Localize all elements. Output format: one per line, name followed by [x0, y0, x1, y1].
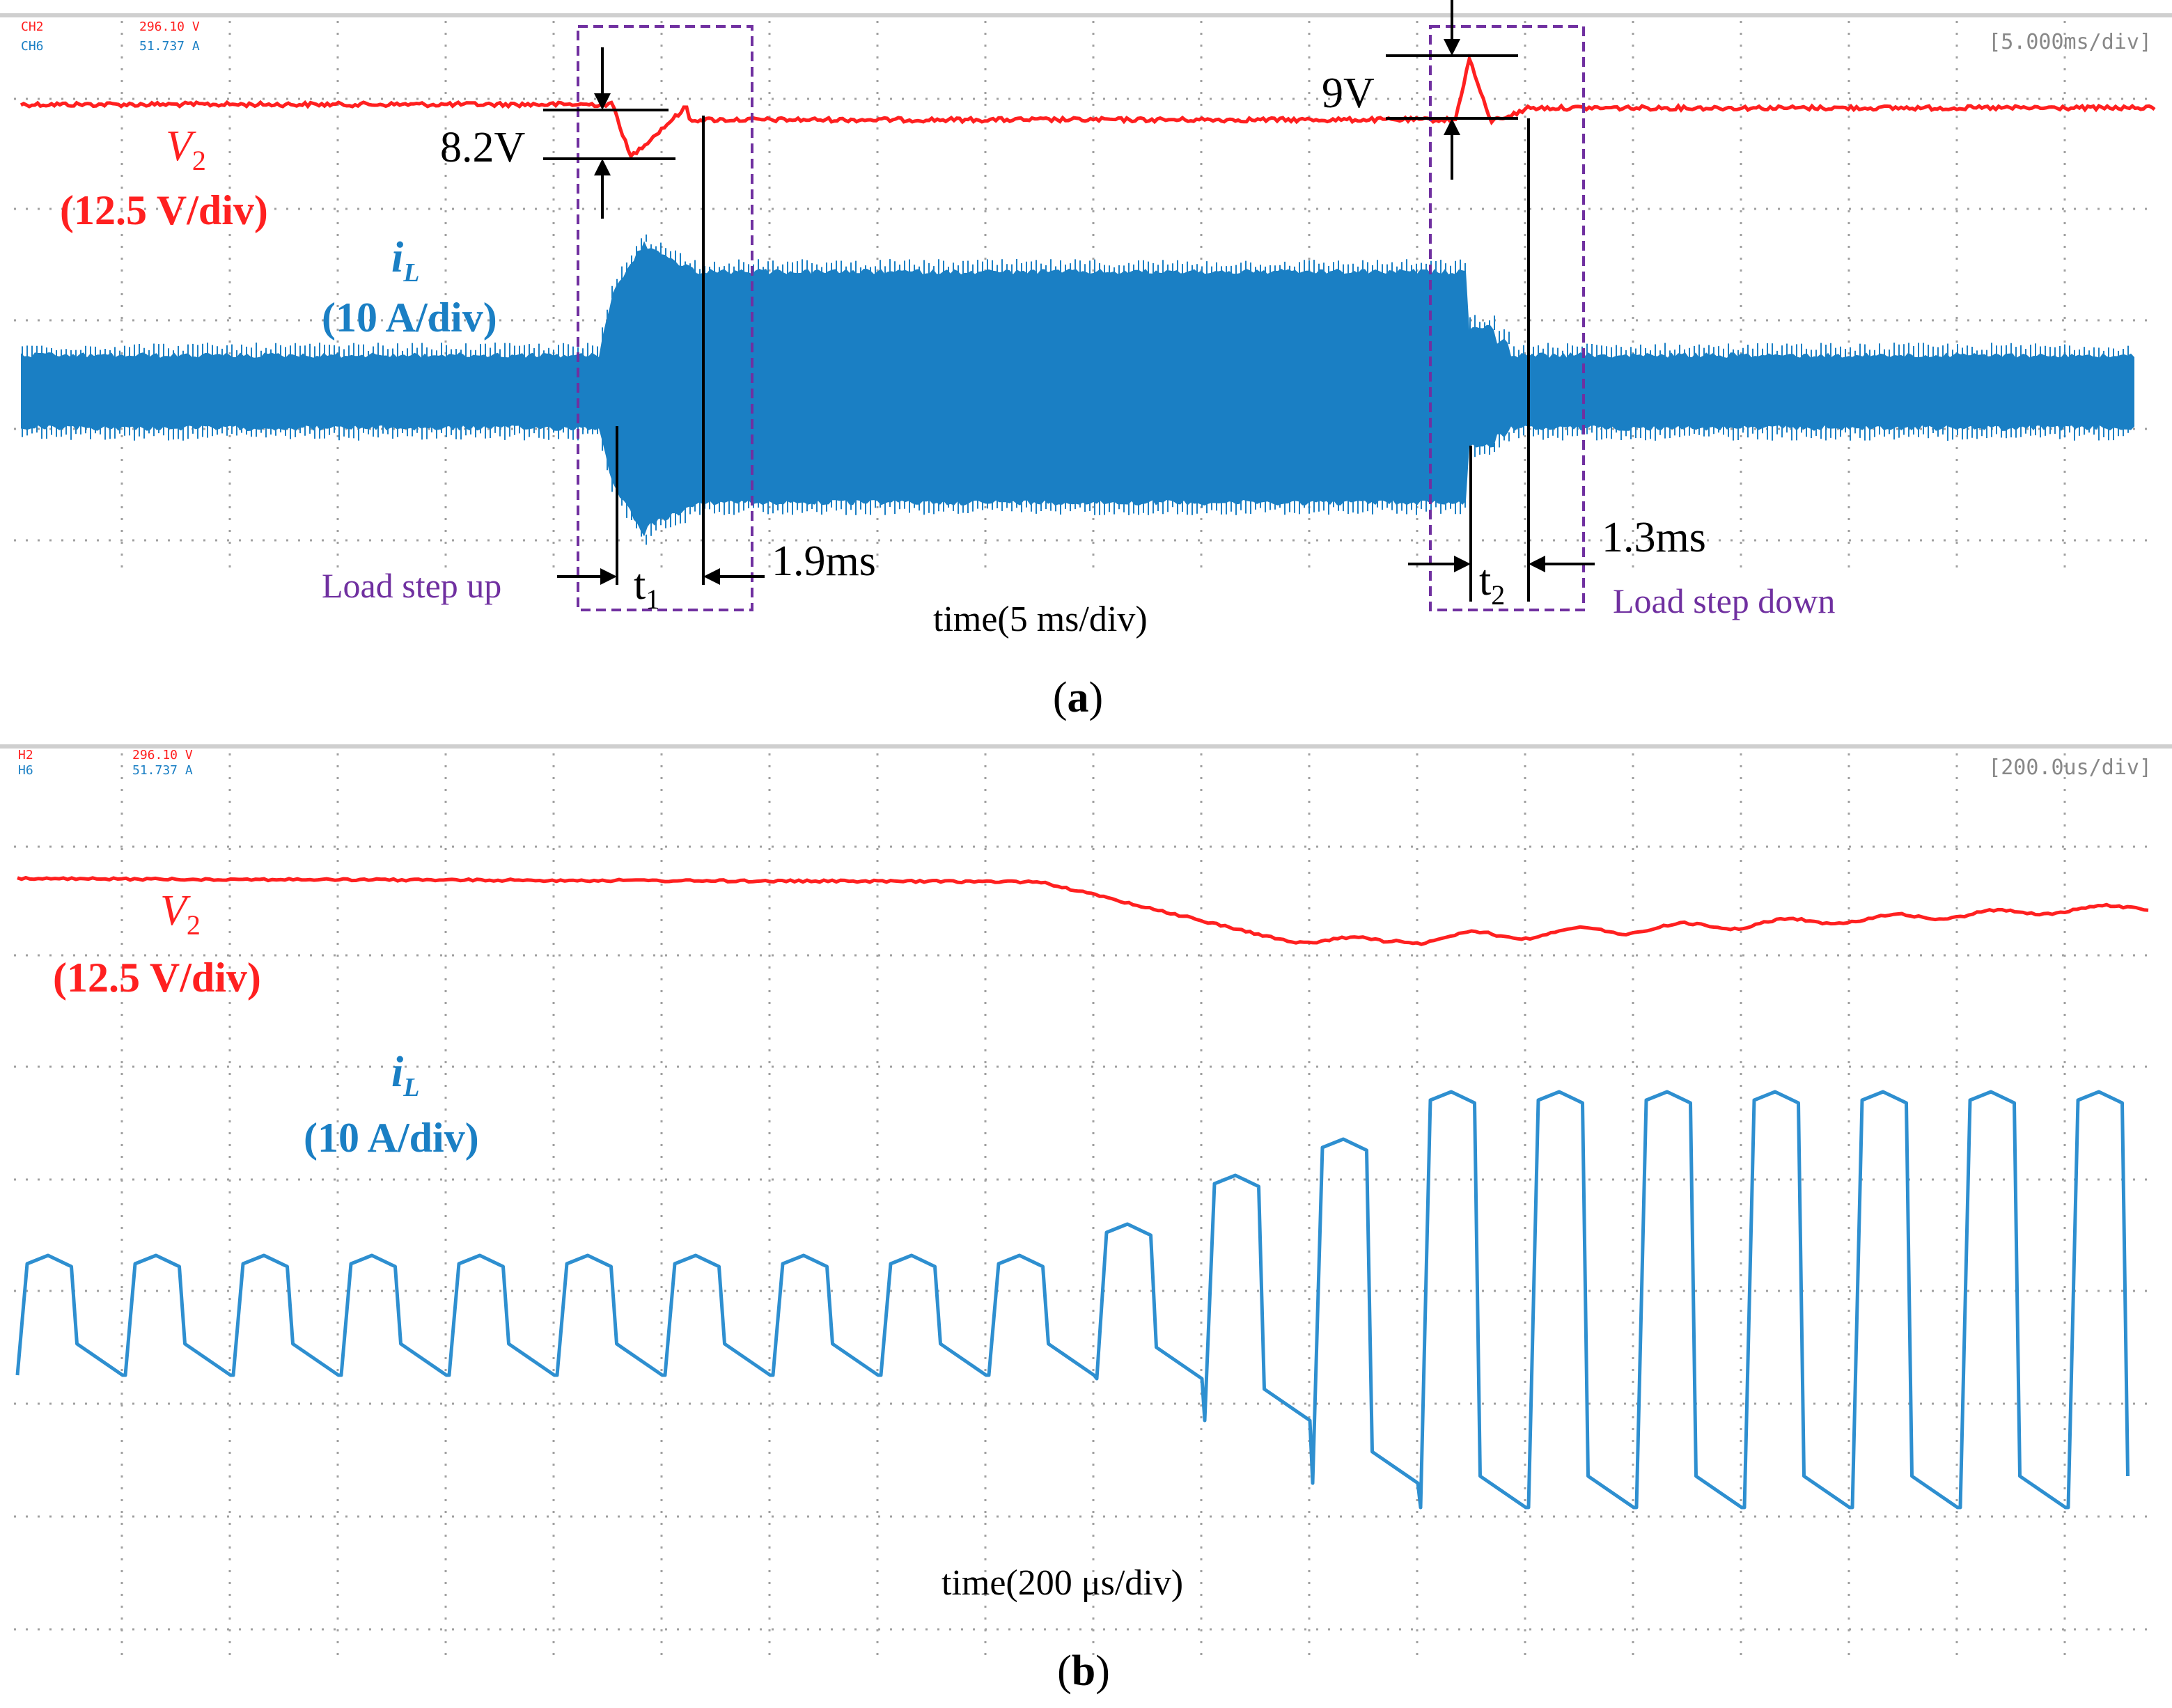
panel-a-v2-scale: (12.5 V/div) — [60, 187, 268, 233]
panel-b-il-scale: (10 A/div) — [304, 1115, 479, 1161]
panel-a-v2-label: V2 — [166, 123, 206, 176]
panel-b-grid — [14, 753, 2152, 1657]
dip-arrowhead-up — [594, 159, 611, 175]
panel-b-label: (b) — [1057, 1647, 1110, 1695]
panel-a-timebase: [5.000ms/div] — [1988, 30, 2152, 54]
panel-a-il-trace — [21, 241, 2134, 537]
panel-b: H2 296.10 V H6 51.737 A [200.0us/div] V2… — [0, 744, 2172, 1695]
panel-a-il-label: iL — [391, 234, 419, 288]
panel-a-time-axis: time(5 ms/div) — [933, 600, 1148, 639]
dip-label: 8.2V — [440, 124, 526, 171]
t2-value: 1.3ms — [1602, 514, 1706, 561]
panel-a-il-scale: (10 A/div) — [322, 295, 497, 340]
panel-b-il-trace — [15, 1090, 2130, 1510]
panel-a-scope-val-i: 51.737 A — [139, 39, 200, 54]
overshoot-arrowhead-up — [1444, 118, 1460, 135]
panel-a: CH2 296.10 V CH6 51.737 A [5.000ms/div] … — [0, 0, 2172, 721]
t1-arrowhead-left — [600, 568, 617, 585]
t1-label: t1 — [634, 561, 659, 615]
load-step-down-box — [1429, 25, 1585, 611]
panel-a-scope-ch-i: CH6 — [21, 39, 44, 54]
panel-b-v2-scale: (12.5 V/div) — [53, 955, 261, 1001]
load-step-down-label: Load step down — [1613, 581, 1835, 620]
t2-arrowhead-left — [1454, 556, 1471, 572]
panel-b-scope-val-i: 51.737 A — [132, 763, 193, 778]
panel-b-v2-label: V2 — [160, 887, 201, 941]
panel-a-label: (a) — [1053, 674, 1103, 721]
panel-b-v2-trace — [17, 875, 2149, 946]
panel-a-v2-trace — [19, 53, 2156, 160]
panel-b-timebase: [200.0us/div] — [1988, 755, 2152, 780]
panel-b-il-label: iL — [391, 1049, 419, 1102]
dip-arrowhead-down — [594, 93, 611, 110]
load-step-up-label: Load step up — [322, 566, 501, 605]
panel-a-scope-ch-v: CH2 — [21, 19, 44, 34]
panel-a-grid — [14, 21, 2152, 571]
panel-a-scope-val-v: 296.10 V — [139, 19, 200, 34]
t2-label: t2 — [1479, 557, 1505, 611]
load-step-up-box — [577, 25, 753, 611]
overshoot-label: 9V — [1322, 70, 1375, 117]
panel-b-scope-val-v: 296.10 V — [132, 748, 193, 762]
t1-value: 1.9ms — [772, 538, 876, 585]
overshoot-arrowhead-down — [1444, 39, 1460, 56]
panel-b-scope-ch-v: H2 — [18, 748, 33, 762]
panel-a-il-trace-spikes — [22, 234, 2129, 545]
panel-b-scope-ch-i: H6 — [18, 763, 33, 778]
t1-arrowhead-right — [703, 568, 720, 585]
t2-arrowhead-right — [1529, 556, 1545, 572]
panel-b-time-axis: time(200 μs/div) — [942, 1563, 1183, 1603]
